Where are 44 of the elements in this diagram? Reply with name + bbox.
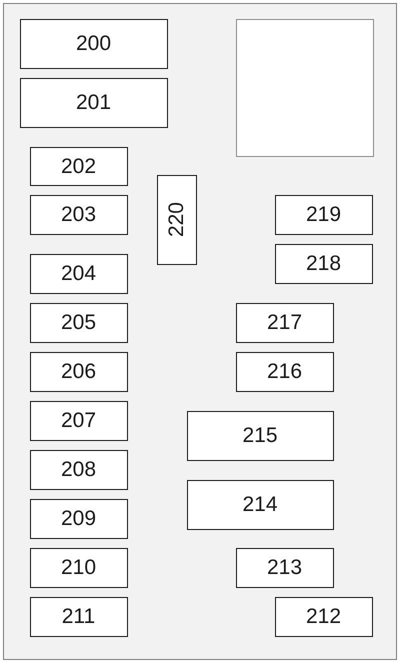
fuse-slot: [186, 410, 334, 460]
fuse-number: 209: [60, 508, 96, 529]
fuse-slot: [274, 194, 372, 234]
fuse-slot: [20, 78, 168, 128]
fuse-number: 215: [242, 425, 278, 446]
fuse-slot: [274, 596, 372, 636]
fuse-number: 212: [306, 606, 342, 627]
fuse-number: 204: [60, 263, 96, 284]
fuse-number: 201: [76, 92, 112, 113]
fuse-slot: [30, 302, 128, 342]
fuse-slot: [186, 480, 334, 530]
fuse-number: 220: [166, 202, 187, 238]
fuse-slot: [156, 174, 196, 264]
fuse-slot: [30, 146, 128, 186]
empty-slot: [236, 18, 374, 156]
fuse-slot: [236, 352, 334, 392]
fuse-number: 202: [60, 156, 96, 176]
fuse-slot: [30, 254, 128, 294]
fuse-number: 214: [242, 494, 278, 515]
fuse-number: 207: [60, 410, 96, 431]
fuse-number: 210: [60, 557, 96, 578]
fuse-number: 219: [306, 204, 342, 225]
fuse-box-panel: [3, 3, 397, 660]
fuse-number: 211: [62, 606, 96, 627]
fuse-slot: [30, 450, 128, 490]
fuse-number: 200: [76, 33, 112, 54]
fuse-number: 218: [306, 253, 342, 274]
fuse-number: 213: [266, 557, 302, 578]
fuse-number: 206: [60, 361, 96, 382]
fuse-number: 205: [60, 312, 96, 333]
fuse-number: 203: [60, 204, 96, 225]
fuse-slot: [30, 352, 128, 392]
fuse-slot: [236, 302, 334, 342]
fuse-slot: [30, 194, 128, 234]
fuse-number: 216: [266, 361, 302, 382]
fuse-slot: [30, 400, 128, 440]
fuse-slot: [274, 244, 372, 284]
fuse-slot: [30, 596, 128, 636]
fuse-number: 217: [266, 312, 302, 333]
fuse-slot: [20, 18, 168, 68]
fuse-slot: [30, 548, 128, 588]
fuse-number: 208: [60, 459, 96, 480]
fuse-slot: [236, 548, 334, 588]
fuse-slot: [30, 498, 128, 538]
